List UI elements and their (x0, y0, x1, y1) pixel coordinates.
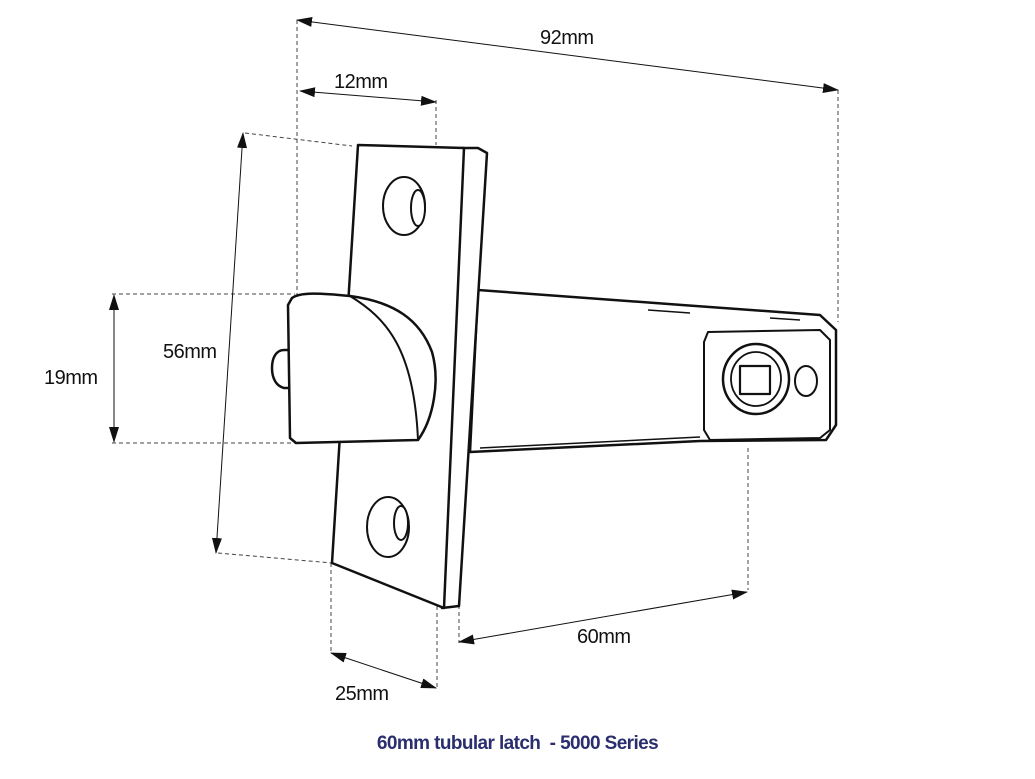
faceplate-thickness-label: 12mm (334, 71, 388, 93)
latch-bolt-height-label: 19mm (44, 367, 98, 389)
faceplate-width-dim-line (330, 652, 437, 689)
extension-lines (112, 20, 839, 690)
backset-label: 60mm (577, 626, 631, 648)
fixing-hole (794, 365, 818, 397)
spindle-square (738, 364, 772, 396)
screw-hole-top (382, 176, 426, 236)
overall-length-label: 92mm (540, 27, 594, 49)
faceplate-width-label: 25mm (335, 683, 389, 705)
faceplate-thickness-dim-line (299, 87, 437, 106)
diagram-caption: 60mm tubular latch - 5000 Series (376, 733, 659, 754)
latch-body (468, 288, 838, 454)
latch-bolt (270, 292, 437, 445)
faceplate-height-dim-line (211, 132, 248, 554)
faceplate-height-label: 56mm (163, 341, 217, 363)
dimension-lines (109, 16, 839, 689)
screw-hole-bottom (366, 496, 410, 558)
backset-dim-line (458, 589, 748, 645)
overall-length-dim-line (296, 16, 839, 94)
